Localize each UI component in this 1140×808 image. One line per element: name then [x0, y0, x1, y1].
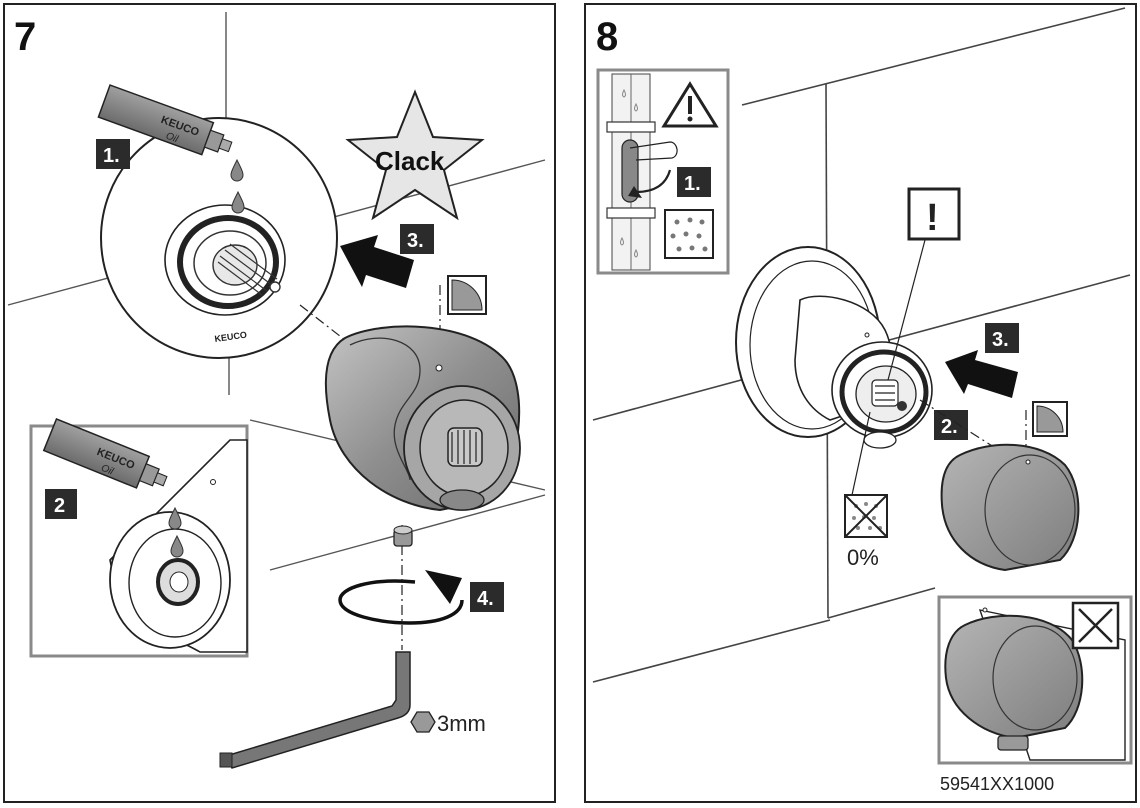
step-1-label: 1.	[677, 167, 711, 197]
oil-drop-icon	[168, 506, 184, 558]
step-1-label: 1.	[96, 139, 130, 169]
push-arrow-icon	[340, 235, 414, 288]
wrong-cross-icon	[1071, 601, 1120, 650]
step-2-label: 2.	[934, 410, 968, 440]
clack-text: Clack	[375, 146, 445, 176]
no-flow-icon: 0%	[844, 411, 888, 570]
warning-triangle-icon	[661, 81, 719, 128]
valve-rosette	[735, 246, 933, 449]
oil-tube: KEUCO Oil	[42, 417, 168, 489]
svg-text:4.: 4.	[477, 588, 494, 610]
oil-drop-icon	[230, 158, 245, 214]
svg-text:3.: 3.	[407, 230, 424, 252]
inset-shutoff: 1.	[596, 68, 730, 275]
hex-size-label: 3mm	[437, 711, 486, 736]
panel-7-number: 7	[14, 15, 36, 59]
step-3-label: 3.	[400, 224, 434, 254]
panel-8-number: 8	[596, 15, 618, 59]
quarter-turn-icon	[1032, 401, 1068, 437]
warning-box-icon: !	[907, 187, 961, 241]
panel-8: 8 1.	[584, 3, 1137, 803]
wall-rosette: KEUCO	[100, 117, 338, 359]
svg-text:1.: 1.	[684, 173, 701, 195]
hex-key-tool	[219, 651, 411, 769]
quarter-turn-icon	[447, 275, 487, 315]
hex-size-icon: 3mm	[410, 711, 486, 736]
handle-cap	[940, 443, 1080, 572]
warning-symbol: !	[926, 197, 939, 239]
rosette-brand-label: KEUCO	[214, 330, 248, 344]
water-drops-icon	[664, 209, 714, 259]
panel-7: 7 KEUCO	[3, 3, 556, 803]
handle-cap	[324, 325, 521, 512]
warning-pointer	[887, 239, 926, 381]
inset-tube-label: Oil	[99, 463, 115, 478]
step-2-label: 2	[45, 489, 77, 519]
part-number: 59541XX1000	[940, 774, 1054, 794]
inset-wrong-position	[937, 595, 1133, 765]
grub-screw	[393, 525, 413, 547]
rotate-arrow-icon	[338, 570, 464, 625]
oil-tube: KEUCO Oil	[97, 84, 233, 156]
svg-text:2: 2	[54, 495, 65, 517]
inset-oiling-cap: KEUCO Oil 2	[29, 417, 249, 658]
svg-text:1.: 1.	[103, 145, 120, 167]
push-arrow-icon	[945, 350, 1018, 398]
step-4-label: 4.	[470, 582, 504, 612]
svg-text:3.: 3.	[992, 329, 1009, 351]
no-flow-percent: 0%	[847, 545, 879, 570]
clack-star-icon: Clack	[345, 89, 485, 221]
step-3-label: 3.	[985, 323, 1019, 353]
oil-tube-label: Oil	[164, 131, 180, 146]
svg-text:2.: 2.	[941, 416, 958, 438]
